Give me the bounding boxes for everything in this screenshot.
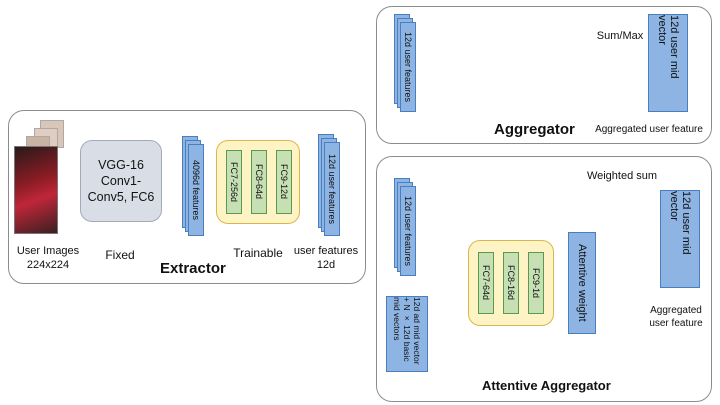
fc9-block: FC9-12d: [276, 150, 292, 214]
att-fc8-block: FC8-16d: [503, 252, 519, 314]
att-mid-vector-block: 12d user mid vector: [660, 190, 700, 288]
user-features-label: user features 12d: [293, 245, 359, 271]
agg-caption: Aggregated user feature: [595, 124, 703, 135]
vgg-box: VGG-16 Conv1- Conv5, FC6: [80, 140, 162, 222]
context-input-block: 12d ad mid vector + N × 12d basic mid ve…: [386, 296, 428, 372]
user-images-stack: [14, 120, 64, 234]
features-4096-block: 4096d features: [188, 144, 204, 236]
att-features-block: 12d user features: [400, 186, 416, 276]
att-caption: Aggregated user feature: [649, 305, 703, 329]
fixed-label: Fixed: [105, 248, 135, 262]
fc7-block: FC7-256d: [226, 150, 242, 214]
extractor-title: Extractor: [160, 260, 226, 277]
user-images-label: User Images 224x224: [16, 245, 80, 271]
sum-max-label: Sum/Max: [596, 30, 644, 42]
features-12d-block: 12d user features: [324, 142, 340, 236]
att-fc9-block: FC9-1d: [528, 252, 544, 314]
agg-features-block: 12d user features: [400, 22, 416, 112]
weighted-sum-label: Weighted sum: [586, 170, 658, 182]
att-fc7-block: FC7-64d: [478, 252, 494, 314]
trainable-label: Trainable: [233, 246, 283, 260]
attentive-panel: [376, 156, 712, 402]
user-image-photo: [14, 146, 58, 234]
attentive-title: Attentive Aggregator: [482, 378, 611, 393]
attentive-weight-block: Attentive weight: [568, 232, 596, 334]
aggregator-title: Aggregator: [494, 121, 575, 138]
agg-mid-vector-block: 12d user mid vector: [648, 14, 688, 112]
fc8-block: FC8-64d: [251, 150, 267, 214]
